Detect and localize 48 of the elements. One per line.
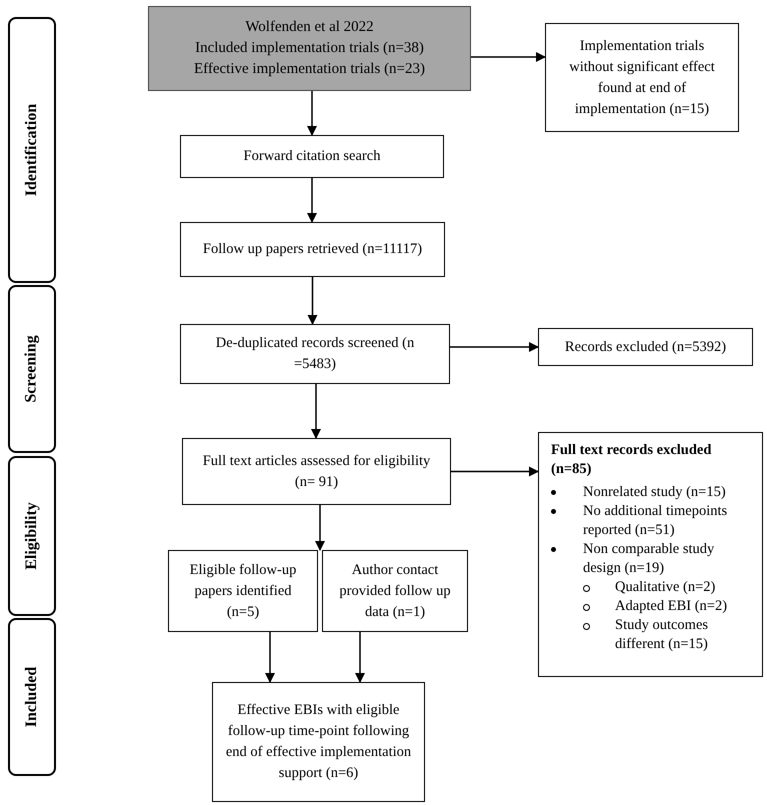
box-text: Full text articles assessed for eligibility (n= 91) <box>202 452 432 492</box>
box-text: Eligible follow-up papers identified (n=5) <box>188 560 298 622</box>
box-text: Effective implementation trials (n=23) <box>194 60 426 79</box>
list-item: No additional timepoints reported (n=51) <box>583 502 728 540</box>
process-box <box>212 682 425 802</box>
arrow <box>315 505 325 551</box>
box-text: Forward citation search <box>244 147 380 166</box>
box-text: Included implementation trials (n=38) <box>195 39 424 58</box>
box-text: Follow up papers retrieved (n=11117) <box>202 240 422 259</box>
process-box <box>148 6 471 91</box>
stage-box <box>8 285 56 453</box>
stage-box <box>8 618 56 776</box>
stage-label: Screening <box>22 335 41 403</box>
process-box <box>180 135 444 178</box>
list-item: Adapted EBI (n=2) <box>615 597 728 616</box>
process-box <box>182 438 451 505</box>
arrow <box>307 91 317 136</box>
arrow <box>451 466 539 476</box>
arrow <box>355 632 365 683</box>
box-text: Wolfenden et al 2022 <box>245 18 374 37</box>
arrow <box>265 632 275 683</box>
process-box <box>168 550 318 632</box>
stage-label: Eligibility <box>22 502 41 570</box>
stage-box <box>8 17 56 283</box>
box-heading: Full text records excluded (n=85) <box>551 441 712 479</box>
process-box <box>538 432 763 677</box>
list-item: Nonrelated study (n=15) <box>583 483 726 502</box>
stage-label: Included <box>22 666 41 728</box>
list-item: Qualitative (n=2) <box>615 578 716 597</box>
list-item: Non comparable study design (n=19) <box>583 540 716 578</box>
process-box <box>545 23 739 132</box>
box-text: Implementation trials without significant effect found at end of implementation (n=15) <box>568 36 716 118</box>
box-text: Effective EBIs with eligible follow-up time-point following end of effective implementation support (n=6) <box>225 701 412 783</box>
process-box <box>180 222 445 277</box>
stage-label: Identification <box>22 104 41 196</box>
process-box <box>180 324 450 384</box>
arrow <box>308 277 318 325</box>
box-text: Records excluded (n=5392) <box>564 338 726 356</box>
box-text: De-duplicated records screened (n =5483) <box>214 334 416 374</box>
arrow <box>450 342 539 352</box>
arrow <box>471 52 546 62</box>
arrow <box>311 384 321 439</box>
process-box <box>538 328 753 366</box>
stage-box <box>8 456 56 616</box>
box-text: Author contact provided follow up data (n=1) <box>338 560 452 622</box>
arrow <box>307 178 317 223</box>
process-box <box>322 550 468 632</box>
list-item: Study outcomes different (n=15) <box>615 616 710 654</box>
